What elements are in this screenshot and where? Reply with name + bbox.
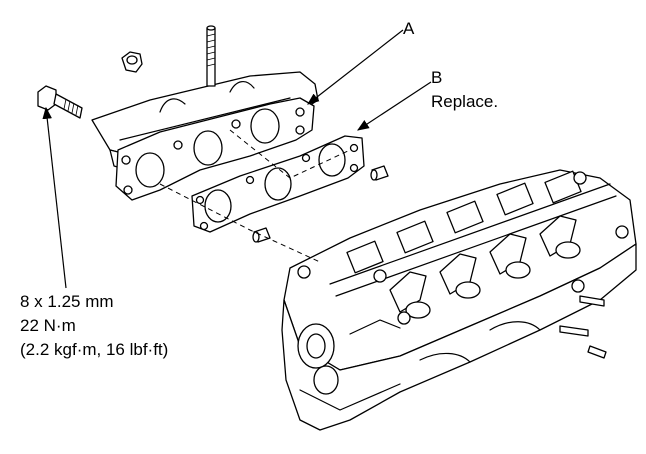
cover-stud: [206, 25, 216, 87]
torque-leader: [42, 106, 67, 289]
rocker-arms: [389, 215, 581, 319]
cylinder-head: [281, 169, 637, 431]
callout-b-leader: [356, 81, 432, 131]
flange-bolt: [37, 85, 83, 119]
callout-a-label: A: [403, 19, 415, 38]
manifold-gasket: [191, 135, 365, 233]
callout-b-label: B: [431, 68, 443, 87]
bolt-size-label: 8 x 1.25 mm: [20, 292, 114, 311]
head-bolts: [297, 171, 629, 325]
cam-pulley: [297, 323, 339, 395]
dowel-pin-upper: [370, 165, 389, 181]
callout-b-note: Replace.: [431, 92, 499, 111]
dowel-pin-lower: [252, 227, 271, 243]
cover-nut: [121, 51, 143, 73]
callout-a-leader: [307, 29, 404, 105]
torque-nm-label: 22 N·m: [20, 316, 76, 335]
camshaft-caps: [346, 170, 582, 274]
torque-alt-units-label: (2.2 kgf·m, 16 lbf·ft): [20, 340, 169, 359]
manifold-flange: [115, 97, 315, 201]
